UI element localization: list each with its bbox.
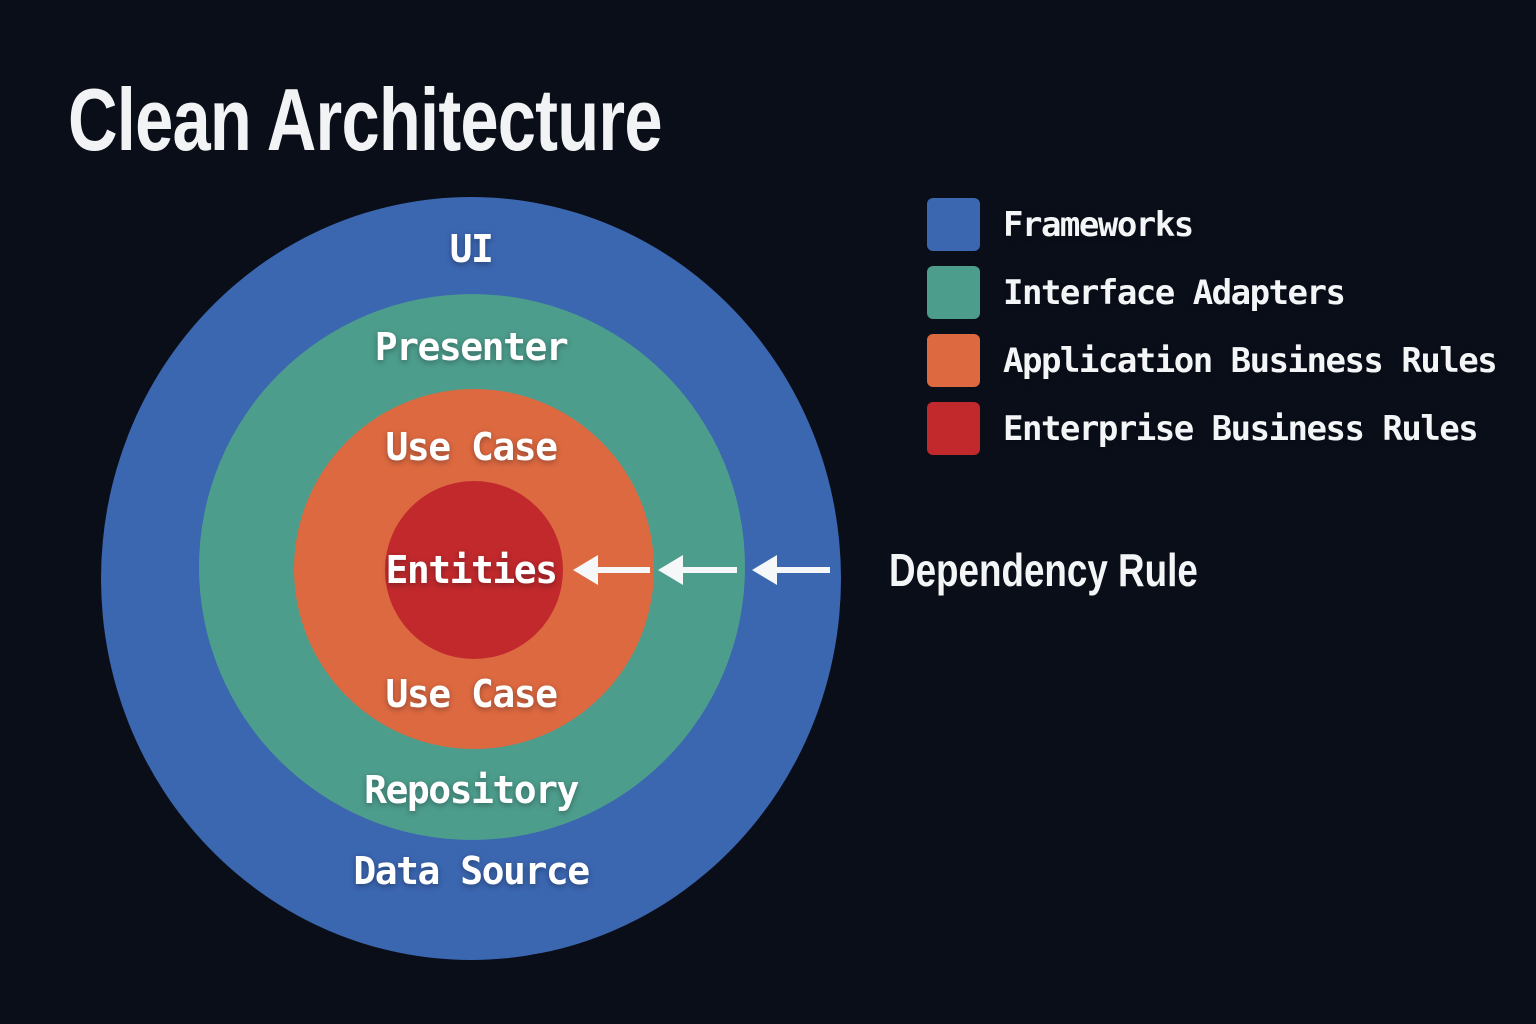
dependency-arrow-outer <box>752 555 830 585</box>
dependency-arrow-middle <box>658 555 737 585</box>
dependency-rule-label: Dependency Rule <box>889 544 1198 596</box>
legend-swatch-enterprise-business-rules <box>927 402 980 455</box>
legend-item-application-business-rules: Application Business Rules <box>927 334 1498 387</box>
legend-swatch-interface-adapters <box>927 266 980 319</box>
legend-label: Frameworks <box>1003 204 1194 245</box>
legend-item-interface-adapters: Interface Adapters <box>927 266 1496 319</box>
arrow-head-icon <box>658 555 683 585</box>
repository-label: Repository <box>364 768 579 812</box>
legend: Frameworks Interface Adapters Applicatio… <box>927 198 1498 470</box>
arrow-head-icon <box>752 555 777 585</box>
data-source-label: Data Source <box>353 849 590 893</box>
legend-item-frameworks: Frameworks <box>927 198 1496 251</box>
legend-label: Application Business Rules <box>1003 340 1498 381</box>
use-case-top-label: Use Case <box>385 425 558 469</box>
legend-label: Interface Adapters <box>1003 272 1346 313</box>
legend-swatch-frameworks <box>927 198 980 251</box>
page-title: Clean Architecture <box>68 70 663 169</box>
use-case-bottom-label: Use Case <box>385 672 558 716</box>
arrow-shaft <box>774 567 830 573</box>
arrow-shaft <box>680 567 737 573</box>
dependency-arrow-inner <box>573 555 650 585</box>
arrow-head-icon <box>573 555 598 585</box>
arrow-shaft <box>595 567 650 573</box>
legend-label: Enterprise Business Rules <box>1003 408 1479 449</box>
entities-label: Entities <box>385 548 558 592</box>
legend-item-enterprise-business-rules: Enterprise Business Rules <box>927 402 1496 455</box>
circle-enterprise-business-rules <box>385 481 563 659</box>
presenter-label: Presenter <box>374 325 569 369</box>
ui-label: UI <box>449 227 494 271</box>
legend-swatch-application-business-rules <box>927 334 980 387</box>
